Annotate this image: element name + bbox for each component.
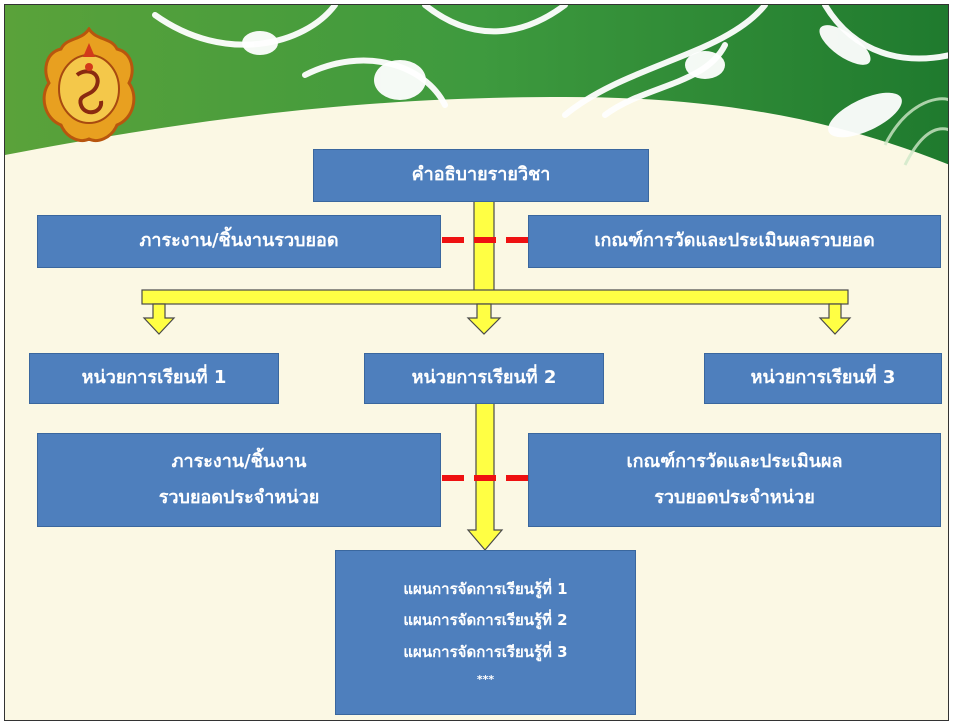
unit-workload-line-2: รวบยอดประจำหน่วย — [158, 487, 320, 508]
unit-criteria-line-2: รวบยอดประจำหน่วย — [654, 487, 815, 508]
lesson-plan-1: แผนการจัดการเรียนรู้ที่ 1 — [403, 579, 568, 598]
unit-1-label: หน่วยการเรียนที่ 1 — [81, 367, 227, 389]
down-arrow-icon — [142, 303, 176, 335]
unit-3-label: หน่วยการเรียนที่ 3 — [750, 367, 896, 389]
lesson-plans-box: แผนการจัดการเรียนรู้ที่ 1 แผนการจัดการเร… — [335, 550, 636, 715]
header-decoration — [5, 5, 948, 166]
unit-criteria-box: เกณฑ์การวัดและประเมินผล รวบยอดประจำหน่วย — [528, 433, 941, 527]
overall-criteria-label: เกณฑ์การวัดและประเมินผลรวบยอด — [594, 230, 875, 252]
down-arrow-icon — [466, 303, 502, 335]
unit-3-box: หน่วยการเรียนที่ 3 — [704, 353, 942, 404]
overall-workload-label: ภาระงาน/ชิ้นงานรวบยอด — [139, 230, 339, 252]
course-description-box: คำอธิบายรายวิชา — [313, 149, 649, 202]
course-description-label: คำอธิบายรายวิชา — [411, 164, 551, 186]
unit-2-label: หน่วยการเรียนที่ 2 — [411, 367, 557, 389]
unit-workload-box: ภาระงาน/ชิ้นงาน รวบยอดประจำหน่วย — [37, 433, 441, 527]
unit-1-box: หน่วยการเรียนที่ 1 — [29, 353, 279, 404]
unit-2-box: หน่วยการเรียนที่ 2 — [364, 353, 604, 404]
unit-criteria-line-1: เกณฑ์การวัดและประเมินผล — [626, 451, 843, 472]
lesson-plan-2: แผนการจัดการเรียนรู้ที่ 2 — [403, 611, 568, 630]
unit-workload-line-1: ภาระงาน/ชิ้นงาน — [171, 451, 307, 472]
emblem-icon — [42, 27, 136, 142]
lesson-plan-3: แผนการจัดการเรียนรู้ที่ 3 — [403, 642, 568, 661]
overall-criteria-box: เกณฑ์การวัดและประเมินผลรวบยอด — [528, 215, 941, 268]
down-arrow-icon — [466, 397, 504, 551]
down-arrow-icon — [818, 303, 852, 335]
overall-workload-box: ภาระงาน/ชิ้นงานรวบยอด — [37, 215, 441, 268]
lesson-plan-more: *** — [476, 673, 495, 687]
